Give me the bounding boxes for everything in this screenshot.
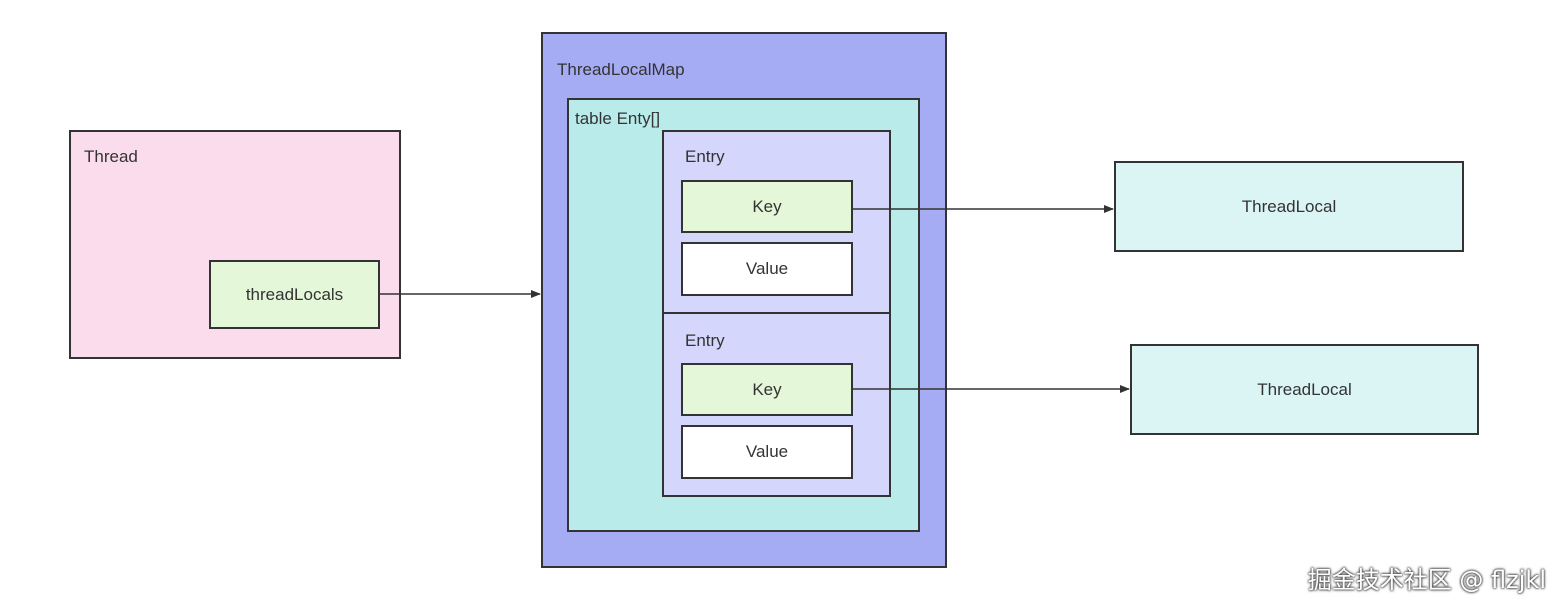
watermark: 掘金技术社区 @ flzjkl bbox=[1307, 566, 1546, 594]
entry-label-1: Entry bbox=[685, 147, 725, 166]
entry-key-2[interactable]: Key bbox=[681, 363, 853, 416]
threadlocals-node[interactable]: threadLocals bbox=[209, 260, 380, 329]
threadlocal-node-1[interactable]: ThreadLocal bbox=[1114, 161, 1464, 252]
entry-value-1[interactable]: Value bbox=[681, 242, 853, 296]
threadlocal-node-2[interactable]: ThreadLocal bbox=[1130, 344, 1479, 435]
entry-value-2[interactable]: Value bbox=[681, 425, 853, 479]
entry-key-1[interactable]: Key bbox=[681, 180, 853, 233]
entry-label-2: Entry bbox=[685, 331, 725, 350]
table-label: table Enty[] bbox=[575, 109, 661, 128]
threadlocalmap-label: ThreadLocalMap bbox=[557, 60, 685, 79]
thread-label: Thread bbox=[84, 147, 138, 166]
